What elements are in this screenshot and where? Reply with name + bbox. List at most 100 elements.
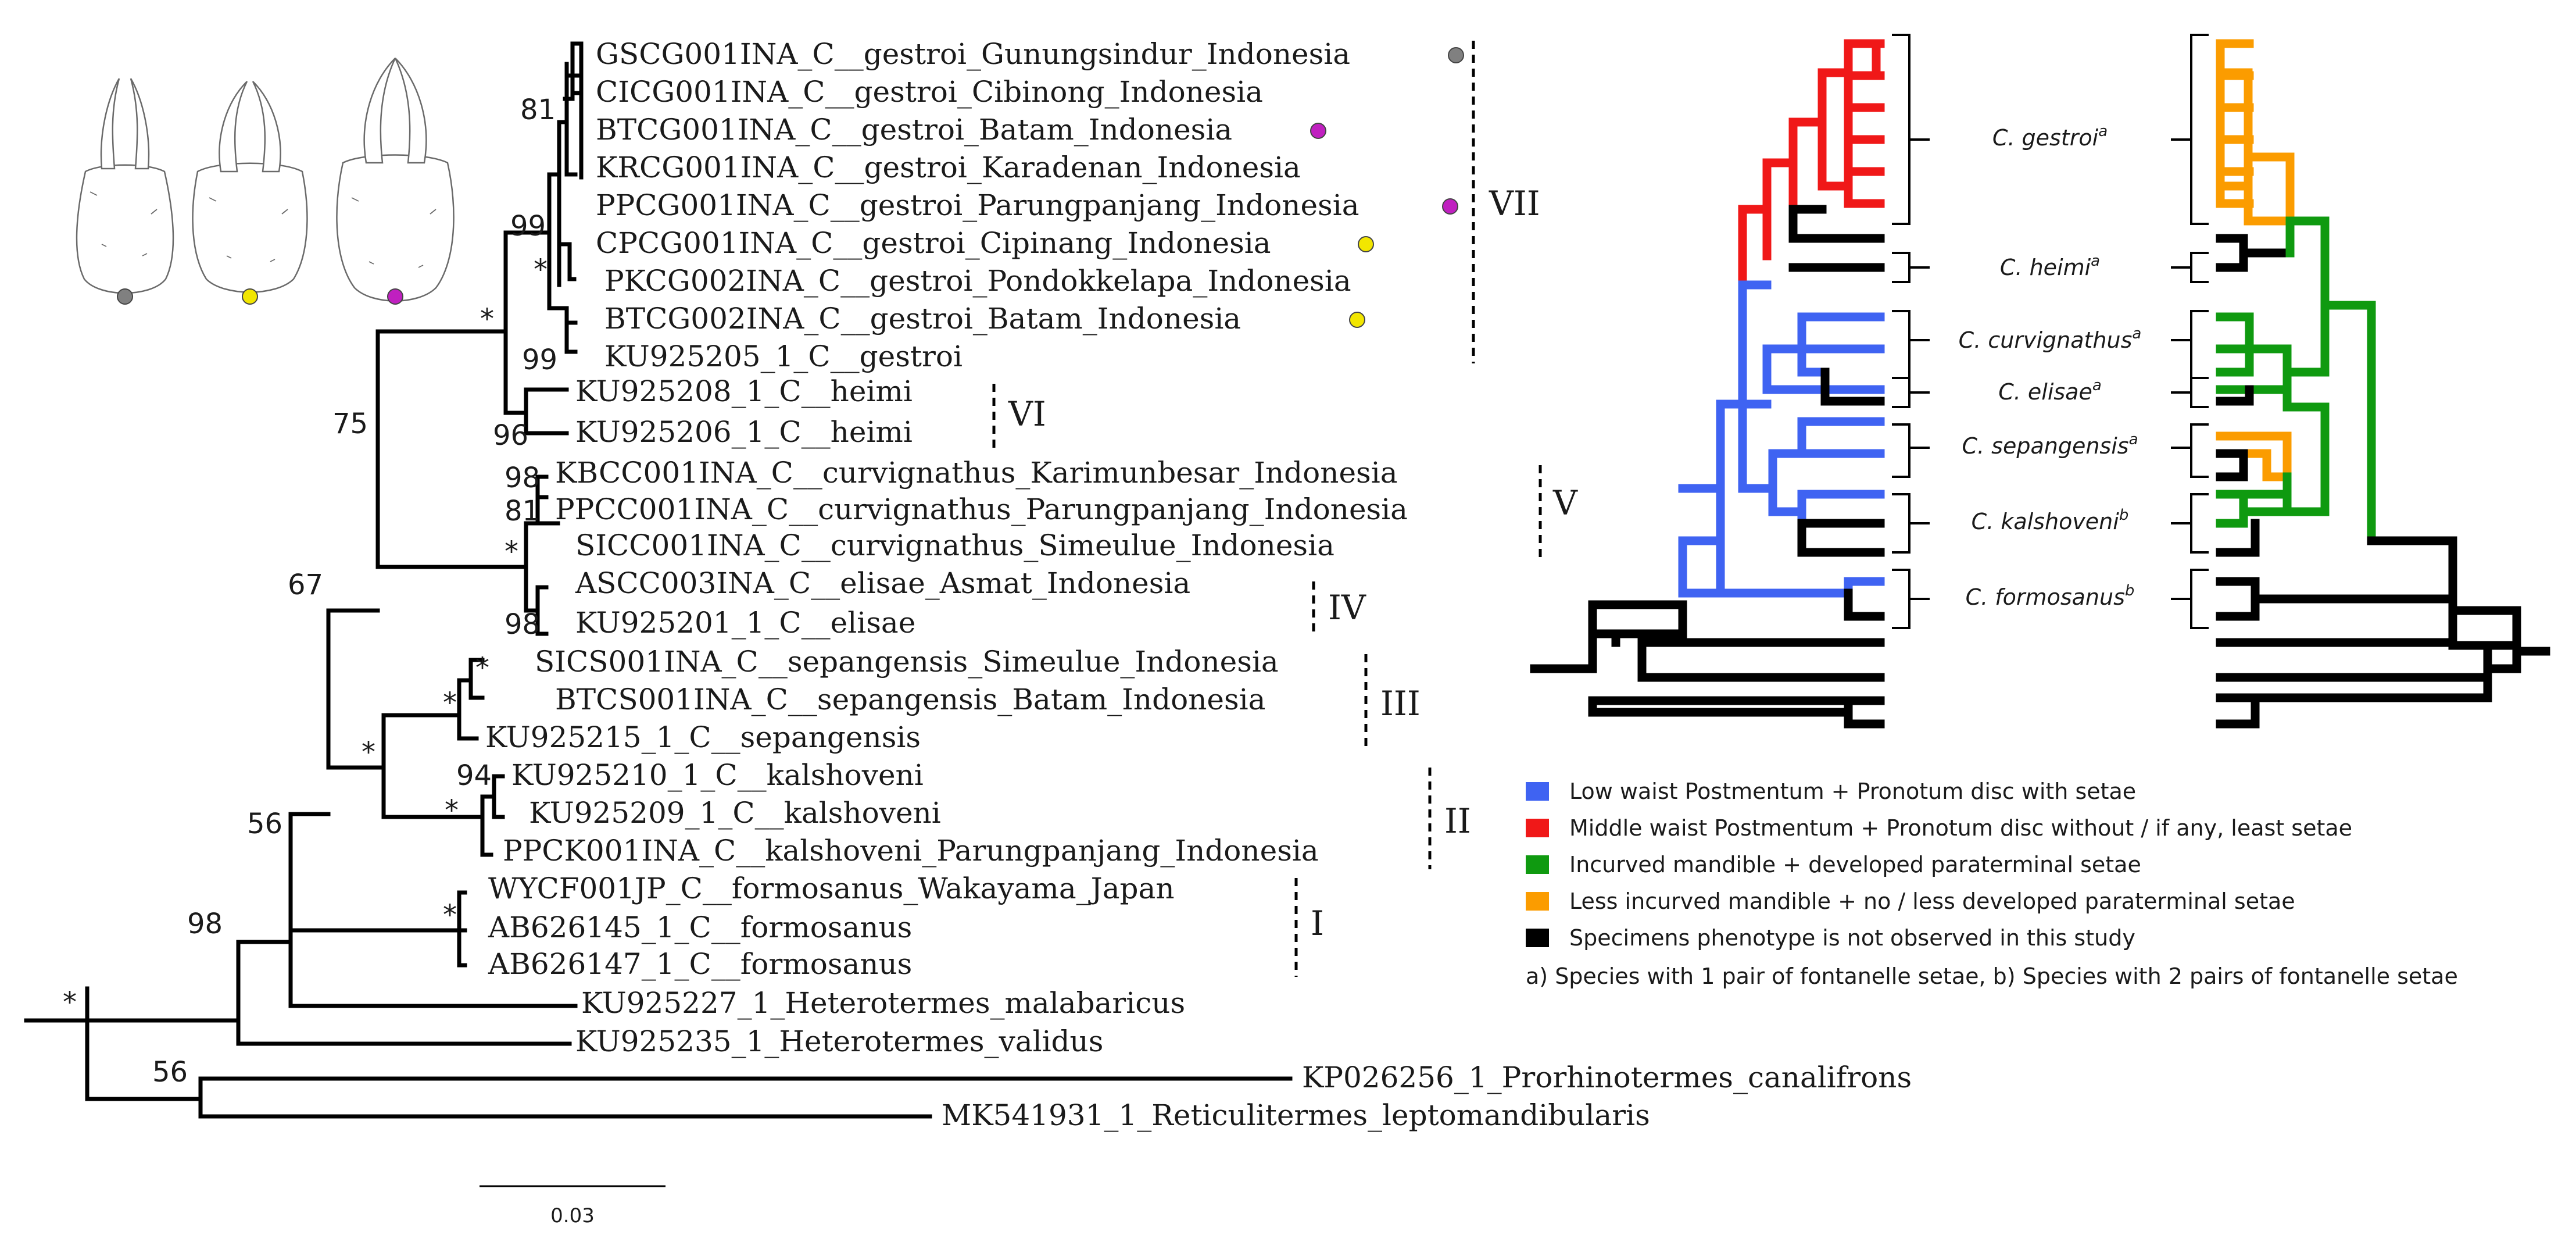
support-value: 98 — [505, 462, 540, 494]
taxon-label: BTCS001INA_C__sepangensis_Batam_Indonesi… — [555, 683, 1265, 716]
sketch-dot-yellow — [242, 288, 258, 305]
clade-label: VII — [1489, 184, 1540, 223]
species-name-text: C. kalshoveni — [1972, 509, 2120, 534]
clade-label: IV — [1328, 588, 1366, 627]
species-name-text: C. gestroi — [1992, 125, 2099, 151]
tree-branch — [375, 329, 528, 569]
bracket-left — [1892, 423, 1930, 478]
support-value: * — [480, 303, 494, 336]
taxon-label: KU925227_1_Heterotermes_malabaricus — [581, 986, 1185, 1020]
taxon-dot — [1310, 123, 1326, 139]
support-value: 67 — [288, 569, 323, 601]
taxon-labels: GSCG001INA_C__gestroi_Gunungsindur_Indon… — [485, 37, 1912, 1132]
head-sketches — [76, 58, 455, 305]
legend-label: Specimens phenotype is not observed in t… — [1569, 925, 2135, 951]
support-value: 56 — [247, 808, 282, 840]
head-sketch-2 — [192, 81, 308, 293]
taxon-label: KU925205_1_C__gestroi — [604, 340, 963, 373]
trait-branch — [2216, 385, 2330, 528]
trait-branch — [1788, 205, 1885, 272]
clade-label: V — [1552, 483, 1578, 523]
taxon-label: KU925209_1_C__kalshoveni — [529, 796, 941, 830]
species-name-text: C. elisae — [1998, 379, 2092, 405]
legend-swatch — [1526, 819, 1549, 837]
bracket-right — [2171, 252, 2209, 283]
clade-label: III — [1380, 684, 1421, 723]
legend-footnote: a) Species with 1 pair of fontanelle set… — [1526, 963, 2458, 989]
taxon-label: PKCG002INA_C__gestroi_Pondokkelapa_Indon… — [604, 264, 1351, 298]
legend-label: Low waist Postmentum + Pronotum disc wit… — [1569, 779, 2136, 804]
taxon-dot — [1349, 312, 1365, 328]
taxon-label: PPCC001INA_C__curvignathus_Parungpanjang… — [555, 492, 1408, 526]
support-value: 99 — [510, 210, 546, 242]
support-values: 81 99 * 99 * 96 75 98 81 * 98 67 * * * 9… — [63, 94, 557, 1088]
support-value: 75 — [332, 408, 368, 440]
support-value: * — [445, 794, 459, 827]
support-value: 81 — [520, 94, 556, 126]
tree-branch — [85, 1076, 1293, 1119]
bracket-left — [1892, 377, 1930, 408]
trait-branch — [1530, 588, 1885, 729]
taxon-label: KU925235_1_Heterotermes_validus — [575, 1025, 1103, 1058]
taxon-label: KU925208_1_C__heimi — [575, 374, 913, 408]
trait-branch — [2216, 449, 2248, 481]
support-value: * — [63, 986, 77, 1019]
bracket-right — [2171, 423, 2209, 478]
species-name: C. sepangensisa — [1962, 431, 2138, 459]
head-sketch-3 — [336, 58, 455, 302]
clade-markers: VII VI V IV III II I — [992, 41, 1578, 977]
taxon-label: BTCG002INA_C__gestroi_Batam_Indonesia — [604, 302, 1241, 336]
legend-swatch — [1526, 855, 1549, 874]
support-value: 94 — [456, 759, 492, 792]
bracket-left — [1892, 569, 1930, 629]
species-name: C. formosanusb — [1966, 582, 2135, 610]
taxon-label: KU925201_1_C__elisae — [575, 606, 915, 640]
trait-branch — [1797, 367, 1885, 557]
species-name-text: C. curvignathus — [1959, 327, 2133, 353]
bracket-left — [1892, 493, 1930, 554]
species-name: C. curvignathusa — [1959, 325, 2142, 353]
species-superscript: a — [2129, 431, 2138, 448]
species-superscript: a — [2132, 325, 2141, 342]
bracket-right — [2171, 34, 2209, 225]
sketch-dot-magenta — [387, 288, 403, 305]
tree-branch — [557, 306, 578, 354]
bracket-left — [1892, 34, 1930, 225]
sketch-dot-grey — [117, 288, 133, 305]
trait-branch — [2216, 519, 2550, 729]
taxon-label: ASCC003INA_C__elisae_Asmat_Indonesia — [575, 566, 1190, 600]
species-brackets — [1892, 34, 2209, 629]
species-superscript: a — [2092, 377, 2102, 394]
taxon-label: BTCG001INA_C__gestroi_Batam_Indonesia — [596, 113, 1232, 147]
support-value: * — [443, 687, 457, 719]
species-name: C. kalshovenib — [1972, 506, 2129, 534]
taxon-label: WYCF001JP_C__formosanus_Wakayama_Japan — [488, 872, 1175, 905]
trait-branch — [2216, 385, 2254, 406]
bracket-left — [1892, 252, 1930, 283]
trait-branch — [2216, 431, 2292, 481]
taxon-label: CICG001INA_C__gestroi_Cibinong_Indonesia — [596, 75, 1263, 109]
scale-bar-label: 0.03 — [550, 1204, 595, 1227]
species-name-text: C. sepangensis — [1962, 433, 2128, 459]
taxon-label: KU925210_1_C__kalshoveni — [511, 758, 924, 792]
taxon-label: SICC001INA_C__curvignathus_Simeulue_Indo… — [575, 529, 1334, 562]
taxon-label: CPCG001INA_C__gestroi_Cipinang_Indonesia — [596, 226, 1271, 260]
taxon-dots — [1310, 47, 1464, 328]
tree-branch — [564, 62, 584, 177]
support-value: * — [475, 652, 489, 684]
species-name-text: C. formosanus — [1966, 584, 2125, 610]
taxon-label: SICS001INA_C__sepangensis_Simeulue_Indon… — [535, 645, 1279, 679]
bracket-right — [2171, 493, 2209, 554]
tree-branch — [50, 986, 241, 1101]
taxon-label: MK541931_1_Reticulitermes_leptomandibula… — [942, 1098, 1650, 1132]
species-superscript: a — [2098, 123, 2108, 140]
cladogram-postmentum — [1530, 39, 1885, 729]
trait-branch — [1678, 280, 1885, 598]
taxon-label: PPCG001INA_C__gestroi_Parungpanjang_Indo… — [596, 188, 1359, 222]
species-name: C. elisaea — [1998, 377, 2102, 405]
legend-swatch — [1526, 929, 1549, 947]
head-sketch-1 — [76, 78, 174, 294]
phylogenetic-tree: 0.03 — [24, 41, 1293, 1227]
